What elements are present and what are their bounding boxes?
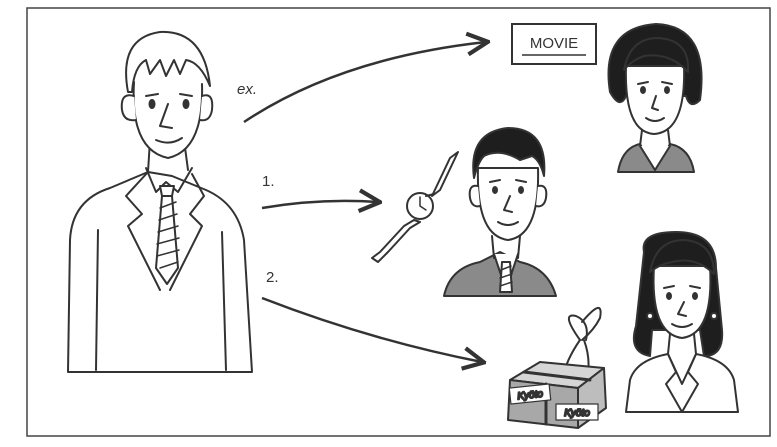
label-example: ex. <box>237 81 257 98</box>
arrow-example <box>243 42 486 124</box>
wristwatch-icon <box>371 151 459 263</box>
panel-frame <box>26 7 771 437</box>
box-label-front: Kyōto <box>564 408 590 419</box>
recipient-man-middle <box>443 127 557 297</box>
movie-sign-text: MOVIE <box>530 35 578 52</box>
giver-man <box>67 30 253 373</box>
recipient-woman-top <box>607 23 703 173</box>
label-item-2: 2. <box>266 269 279 286</box>
gift-box-icon: Kyōto Kyōto <box>507 307 607 429</box>
box-label-top: Kyōto <box>517 389 544 403</box>
movie-ticket-icon: MOVIE <box>511 23 597 65</box>
arrow-item-1 <box>261 201 378 208</box>
label-item-1: 1. <box>262 173 275 190</box>
recipient-woman-bottom <box>625 231 739 413</box>
arrow-item-2 <box>261 296 482 362</box>
